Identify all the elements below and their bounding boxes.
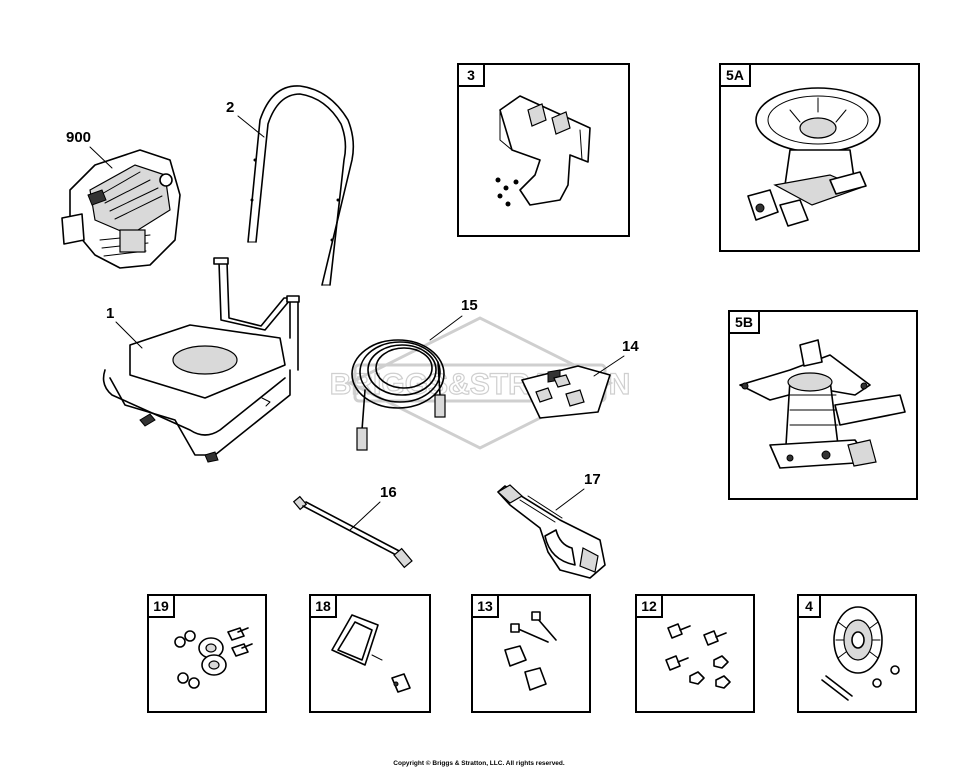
part-label-900: 900	[66, 129, 91, 146]
pump-5a-drawing	[747, 87, 881, 227]
kit-box-4[interactable]: 4	[797, 594, 917, 713]
kit-box-5b[interactable]: 5B	[728, 310, 918, 500]
wheel-drawing	[821, 606, 900, 701]
part-label-2: 2	[226, 99, 234, 116]
box-label-4: 4	[805, 598, 813, 614]
box-label-12: 12	[641, 598, 657, 614]
part-label-14: 14	[622, 338, 639, 355]
box-label-5b: 5B	[735, 314, 753, 330]
copyright-notice: Copyright © Briggs & Stratton, LLC. All …	[393, 759, 565, 767]
part-label-1: 1	[106, 305, 114, 322]
bracket-drawing	[495, 95, 591, 207]
part-label-15: 15	[461, 297, 478, 314]
box-label-13: 13	[477, 598, 493, 614]
box-label-19: 19	[153, 598, 169, 614]
box-label-5a: 5A	[726, 67, 744, 83]
callout-900: 900	[66, 129, 113, 169]
wheel-hardware-drawing	[174, 627, 253, 689]
part-hose[interactable]	[351, 339, 446, 451]
part-frame[interactable]	[102, 257, 300, 463]
callout-15: 15	[429, 297, 478, 341]
kit-box-3[interactable]: 3	[457, 63, 630, 237]
part-nozzle-kit[interactable]	[521, 365, 611, 419]
kit-box-12[interactable]: 12	[635, 594, 755, 713]
part-engine[interactable]	[61, 149, 181, 269]
callout-16: 16	[349, 484, 397, 531]
kit-box-13[interactable]: 13	[471, 594, 591, 713]
box-label-3: 3	[467, 67, 475, 83]
box-label-18: 18	[315, 598, 331, 614]
handle-bracket-drawing	[331, 614, 411, 693]
kit-box-19[interactable]: 19	[147, 594, 267, 713]
callout-1: 1	[106, 305, 143, 349]
kit-box-18[interactable]: 18	[309, 594, 431, 713]
part-lance[interactable]	[292, 495, 413, 569]
callout-2: 2	[226, 99, 265, 138]
part-handle[interactable]	[247, 85, 355, 286]
knob-hardware-drawing	[504, 611, 557, 691]
callout-14: 14	[593, 338, 639, 377]
part-label-17: 17	[584, 471, 601, 488]
kit-box-5a[interactable]: 5A	[719, 63, 920, 252]
pump-5b-drawing	[739, 339, 906, 469]
bolt-nut-hardware-drawing	[665, 623, 731, 689]
part-label-16: 16	[380, 484, 397, 501]
callout-17: 17	[555, 471, 601, 511]
part-spray-gun[interactable]	[496, 484, 606, 579]
